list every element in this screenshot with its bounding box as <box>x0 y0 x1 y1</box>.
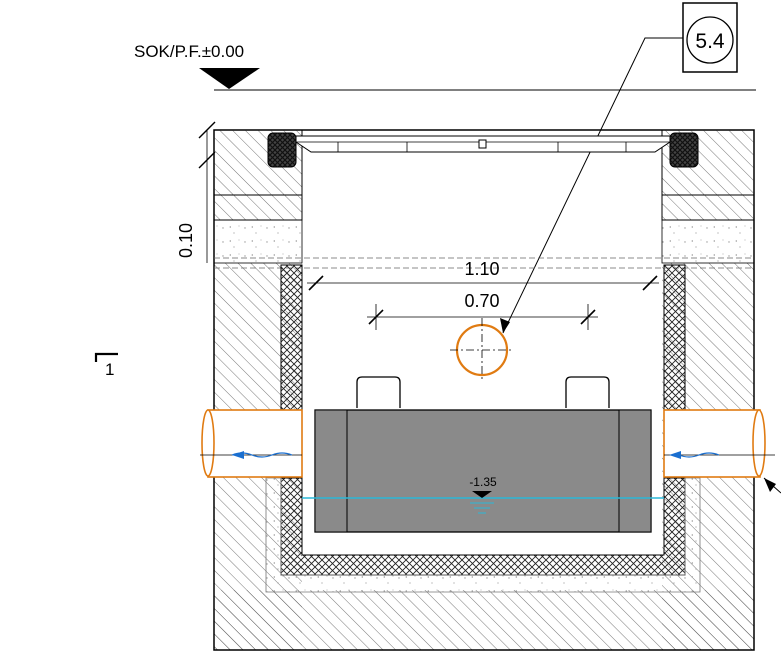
separator-tank: -1.35 <box>302 376 664 533</box>
seal-right <box>669 132 699 168</box>
top-slab <box>213 129 755 269</box>
section-mark <box>94 352 118 362</box>
pipes <box>200 409 781 494</box>
level-marker: SOK/P.F.±0.00 <box>134 42 756 91</box>
baffle-right <box>618 409 652 533</box>
water-level-marker <box>472 491 492 498</box>
detail-ref-circle <box>686 16 734 64</box>
detail-ref-text: 5.4 <box>695 30 725 53</box>
handle-right <box>565 376 610 408</box>
pipe-left <box>207 409 303 478</box>
inner-lining <box>265 264 701 593</box>
dim-pipe-text: 0.70 <box>464 291 499 311</box>
water-level-text: -1.35 <box>469 475 497 489</box>
level-marker-triangle <box>199 68 260 89</box>
ring-left <box>213 194 303 221</box>
flow-arrow-right <box>678 452 720 458</box>
central-pipe <box>450 318 514 382</box>
detail-reference: 5.4 <box>500 2 738 334</box>
tank-body <box>314 409 652 533</box>
level-marker-text: SOK/P.F.±0.00 <box>134 42 244 61</box>
dim-wall-text: 0.10 <box>176 223 196 258</box>
pipe-left-end <box>201 409 215 477</box>
gravel-bed <box>265 477 701 593</box>
grating-handle <box>478 139 487 149</box>
section-reference: 1 <box>94 352 118 379</box>
section-ref-text: 1 <box>105 360 114 379</box>
seal-left <box>267 132 297 168</box>
dimensions: 0.10 1.10 0.70 <box>176 121 659 330</box>
pipe-right-end <box>752 409 766 477</box>
cover-grating <box>267 132 699 168</box>
wall-outline <box>213 129 755 651</box>
ring-right <box>661 194 755 221</box>
handle-left <box>356 376 401 408</box>
leader-line <box>502 37 683 334</box>
lining-left <box>280 264 303 411</box>
concrete-band-right <box>661 219 755 264</box>
leader-arrowhead <box>500 318 510 333</box>
lining-right <box>663 264 686 411</box>
concrete-band-left <box>213 219 303 264</box>
dim-inner-text: 1.10 <box>464 259 499 279</box>
pipe-right <box>663 409 761 478</box>
wall-bottom <box>214 590 754 650</box>
baffle-left <box>314 409 348 533</box>
